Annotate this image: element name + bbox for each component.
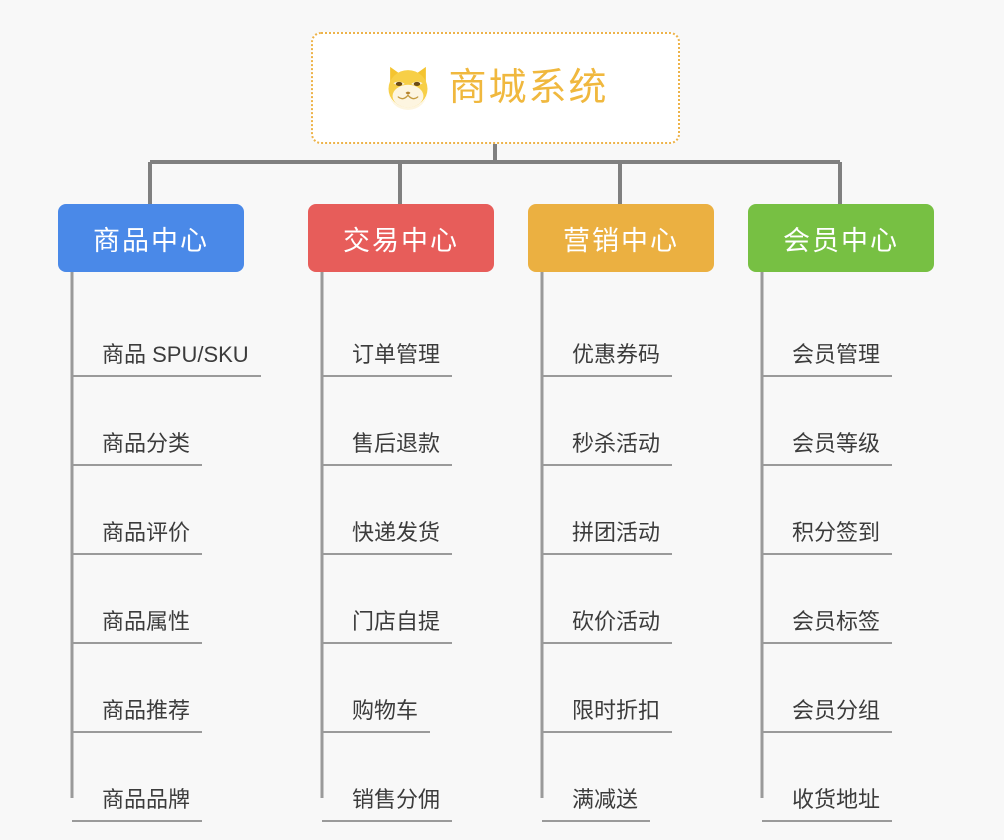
branch-header-label-0: 商品中心 <box>93 225 209 256</box>
root-title: 商城系统 <box>448 67 609 109</box>
leaf-label: 优惠券码 <box>542 344 673 377</box>
leaf-item[interactable]: 收货地址 <box>762 733 893 822</box>
leaf-item[interactable]: 订单管理 <box>322 288 453 377</box>
leaf-item[interactable]: 商品推荐 <box>72 644 261 733</box>
leaf-label: 售后退款 <box>322 433 453 466</box>
leaf-label: 订单管理 <box>322 344 453 377</box>
leaf-item[interactable]: 销售分佣 <box>322 733 453 822</box>
leaf-item[interactable]: 秒杀活动 <box>542 377 673 466</box>
leaf-label: 会员管理 <box>762 344 893 377</box>
leaf-label: 限时折扣 <box>542 700 673 733</box>
leaf-item[interactable]: 会员分组 <box>762 644 893 733</box>
leaf-label: 砍价活动 <box>542 611 673 644</box>
leaf-list-1: 订单管理 售后退款 快递发货 门店自提 购物车 销售分佣 <box>322 288 453 822</box>
leaf-item[interactable]: 快递发货 <box>322 466 453 555</box>
branch-header-2[interactable]: 营销中心 <box>528 204 714 272</box>
leaf-label: 会员等级 <box>762 433 893 466</box>
branch-header-label-2: 营销中心 <box>563 225 679 256</box>
leaf-label: 商品评价 <box>72 522 203 555</box>
leaf-label: 会员分组 <box>762 700 893 733</box>
leaf-list-2: 优惠券码 秒杀活动 拼团活动 砍价活动 限时折扣 满减送 <box>542 288 673 822</box>
leaf-item[interactable]: 门店自提 <box>322 555 453 644</box>
leaf-item[interactable]: 售后退款 <box>322 377 453 466</box>
leaf-label: 拼团活动 <box>542 522 673 555</box>
leaf-item[interactable]: 商品 SPU/SKU <box>72 288 261 377</box>
leaf-label: 商品品牌 <box>72 789 203 822</box>
leaf-label: 满减送 <box>542 789 651 822</box>
leaf-item[interactable]: 积分签到 <box>762 466 893 555</box>
branch-header-label-1: 交易中心 <box>343 225 459 256</box>
leaf-item[interactable]: 满减送 <box>542 733 672 822</box>
leaf-label: 会员标签 <box>762 611 893 644</box>
branch-header-0[interactable]: 商品中心 <box>58 204 244 272</box>
leaf-label: 积分签到 <box>762 522 893 555</box>
leaf-item[interactable]: 砍价活动 <box>542 555 673 644</box>
leaf-item[interactable]: 商品属性 <box>72 555 261 644</box>
leaf-label: 销售分佣 <box>322 789 453 822</box>
leaf-label: 商品 SPU/SKU <box>72 344 261 377</box>
leaf-item[interactable]: 优惠券码 <box>542 288 673 377</box>
shiba-dog-face-icon <box>388 66 428 110</box>
leaf-label: 门店自提 <box>322 611 453 644</box>
leaf-item[interactable]: 商品品牌 <box>72 733 261 822</box>
leaf-item[interactable]: 会员管理 <box>762 288 893 377</box>
root-node[interactable]: 商城系统 <box>311 32 680 144</box>
branch-header-3[interactable]: 会员中心 <box>748 204 934 272</box>
leaf-item[interactable]: 会员等级 <box>762 377 893 466</box>
leaf-item[interactable]: 限时折扣 <box>542 644 673 733</box>
branch-header-1[interactable]: 交易中心 <box>308 204 494 272</box>
leaf-label: 快递发货 <box>322 522 453 555</box>
branch-header-label-3: 会员中心 <box>783 225 899 256</box>
leaf-item[interactable]: 会员标签 <box>762 555 893 644</box>
leaf-item[interactable]: 商品评价 <box>72 466 261 555</box>
leaf-label: 秒杀活动 <box>542 433 673 466</box>
leaf-label: 商品属性 <box>72 611 203 644</box>
leaf-label: 商品推荐 <box>72 700 203 733</box>
leaf-label: 购物车 <box>322 700 431 733</box>
leaf-label: 收货地址 <box>762 789 893 822</box>
leaf-item[interactable]: 购物车 <box>322 644 452 733</box>
leaf-item[interactable]: 商品分类 <box>72 377 261 466</box>
leaf-label: 商品分类 <box>72 433 203 466</box>
leaf-list-3: 会员管理 会员等级 积分签到 会员标签 会员分组 收货地址 <box>762 288 893 822</box>
leaf-item[interactable]: 拼团活动 <box>542 466 673 555</box>
leaf-list-0: 商品 SPU/SKU 商品分类 商品评价 商品属性 商品推荐 商品品牌 <box>72 288 261 822</box>
